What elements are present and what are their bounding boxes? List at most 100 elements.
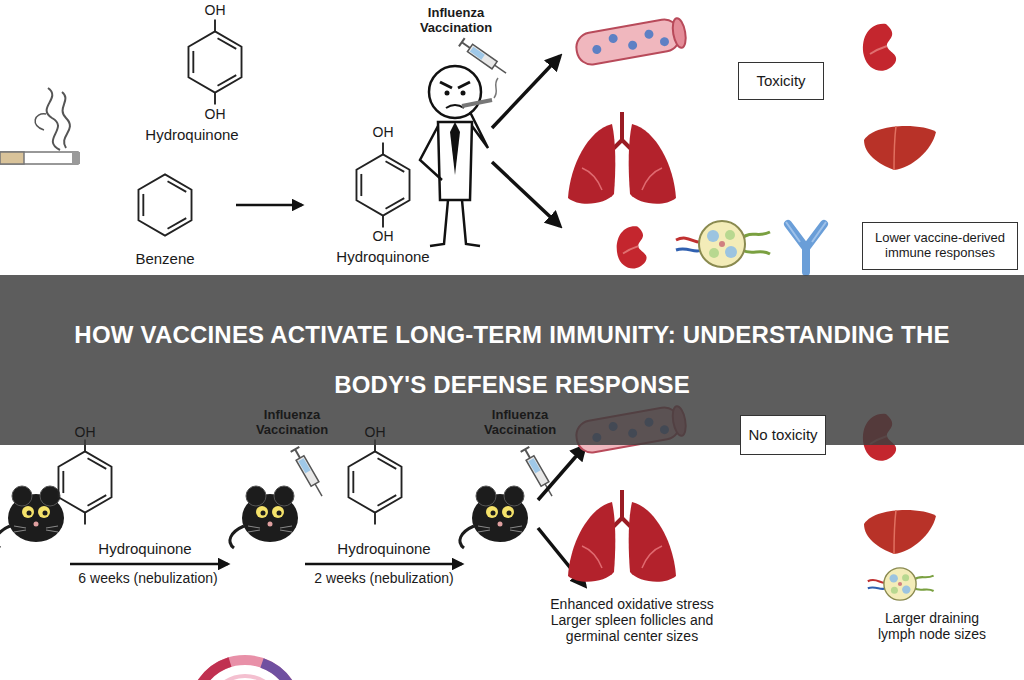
blood-vessel-icon	[574, 16, 688, 67]
reaction-arrow	[236, 204, 302, 207]
lungs-icon	[568, 112, 676, 204]
stick-figure	[438, 122, 472, 200]
mouse-icon	[0, 486, 64, 548]
stick-figure	[429, 66, 481, 118]
text-label: OH	[195, 106, 235, 122]
smoke-swirl	[35, 114, 46, 130]
hydroquinone-structure	[348, 440, 401, 525]
syringe-icon	[459, 38, 509, 77]
text-label: Influenza Vaccination	[414, 6, 498, 36]
cigarette	[72, 152, 80, 164]
branch-arrow	[492, 162, 560, 226]
stick-figure	[494, 78, 498, 98]
text-label: Hydroquinone	[137, 126, 247, 143]
text-box: No toxicity	[740, 415, 826, 455]
circular-chart	[199, 662, 230, 680]
hydroquinone-structure	[58, 440, 111, 525]
text-label: Enhanced oxidative stress Larger spleen …	[544, 596, 720, 644]
text-label: Influenza Vaccination	[250, 408, 334, 438]
text-label: OH	[363, 124, 403, 140]
spleen-icon	[617, 226, 647, 268]
circular-chart	[193, 660, 297, 680]
liver-icon	[864, 126, 936, 170]
hydroquinone-structure	[356, 143, 409, 228]
syringe-icon	[291, 447, 327, 499]
box-text: Toxicity	[756, 72, 805, 89]
branch-arrow	[492, 56, 560, 128]
liver-icon	[864, 126, 936, 170]
stick-figure	[462, 100, 492, 106]
benzene-ring	[138, 174, 191, 235]
smoke-swirl	[47, 88, 70, 150]
text-label: OH	[363, 228, 403, 244]
syringe-icon	[459, 38, 509, 77]
text-label: OH	[65, 424, 105, 440]
stick-figure	[450, 122, 460, 175]
lymph-node-icon	[868, 568, 934, 600]
antibody-icon	[786, 222, 826, 272]
stick-figure	[470, 112, 488, 148]
text-label: Hydroquinone	[324, 540, 444, 557]
hydroquinone-structure	[356, 143, 409, 228]
cigarette	[0, 152, 80, 164]
lymph-node-icon	[676, 221, 770, 267]
circular-chart	[193, 660, 297, 680]
box-text: Lower vaccine-derived immune responses	[869, 231, 1011, 261]
liver-icon	[864, 510, 936, 554]
stick-figure	[446, 105, 464, 108]
lungs-icon	[568, 490, 676, 582]
box-text: No toxicity	[748, 426, 817, 443]
text-label: Hydroquinone	[328, 248, 438, 265]
kidney-icon	[863, 24, 896, 71]
lymph-node-icon	[676, 221, 770, 267]
cigarette	[0, 152, 24, 164]
stick-figure	[445, 91, 450, 96]
mouse-icon	[460, 486, 528, 548]
circular-chart	[262, 663, 292, 680]
text-label: Benzene	[120, 250, 210, 267]
liver-icon	[864, 510, 936, 554]
mouse-icon	[230, 486, 298, 548]
timeline-arrow	[305, 563, 462, 566]
stick-figure	[420, 126, 442, 180]
kidney-icon	[863, 24, 896, 71]
mouse-icon	[0, 486, 64, 548]
text-box: Toxicity	[738, 62, 824, 100]
hydroquinone-structure	[188, 19, 241, 104]
text-box: Lower vaccine-derived immune responses	[862, 222, 1018, 270]
text-label: OH	[195, 2, 235, 18]
mouse-icon	[230, 486, 298, 548]
timeline-arrow	[70, 563, 228, 566]
blood-vessel-icon	[574, 16, 688, 67]
stick-figure	[430, 200, 480, 246]
text-label: OH	[355, 424, 395, 440]
text-label: 6 weeks (nebulization)	[63, 570, 233, 586]
lungs-icon	[568, 490, 676, 582]
antibody-icon	[786, 222, 826, 272]
syringe-icon	[291, 447, 327, 499]
lungs-icon	[568, 112, 676, 204]
lymph-node-icon	[868, 568, 934, 600]
text-label: Hydroquinone	[85, 540, 205, 557]
branch-arrow	[538, 446, 585, 500]
text-label: Larger draining lymph node sizes	[872, 610, 992, 642]
hydroquinone-structure	[58, 440, 111, 525]
smoke-swirl	[35, 88, 70, 150]
syringe-icon	[521, 447, 557, 499]
text-label: Influenza Vaccination	[478, 408, 562, 438]
spleen-icon	[617, 226, 647, 268]
text-label: 2 weeks (nebulization)	[299, 570, 469, 586]
hydroquinone-structure	[348, 440, 401, 525]
stick-figure	[440, 82, 470, 88]
syringe-icon	[521, 447, 557, 499]
stick-figure	[420, 66, 498, 246]
hydroquinone-structure	[188, 19, 241, 104]
mouse-icon	[460, 486, 528, 548]
circular-chart	[209, 676, 281, 680]
stick-figure	[461, 91, 466, 96]
cigarette	[0, 152, 78, 164]
benzene-ring	[138, 174, 191, 235]
